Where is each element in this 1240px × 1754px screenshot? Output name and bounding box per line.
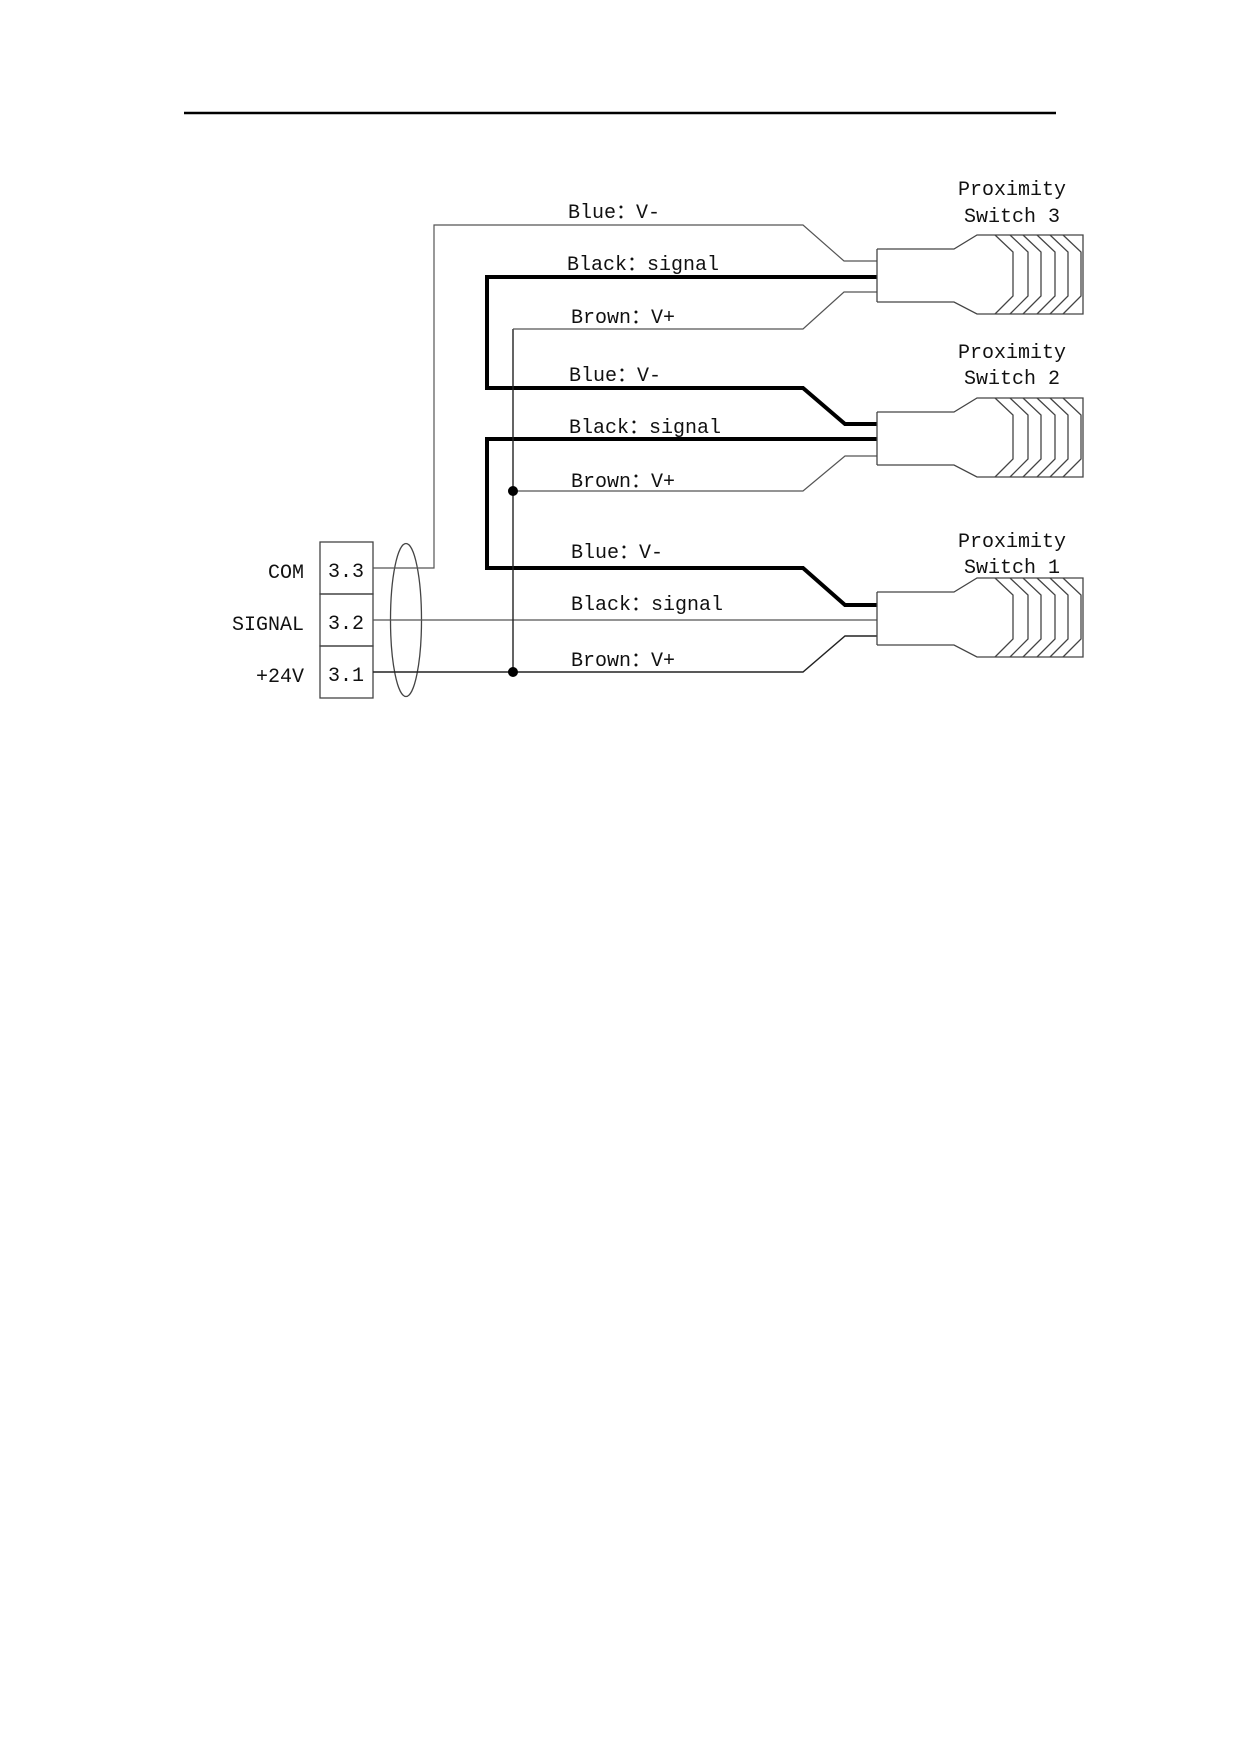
wire-com-blue-switch3 — [373, 224, 877, 569]
wire-switch3-black-to-switch2-blue — [485, 275, 877, 426]
sensor-face-chevron — [1062, 234, 1082, 315]
terminal-signal-label: SIGNAL — [232, 614, 304, 637]
sensor-face-chevron — [1049, 577, 1069, 658]
switch2-black-label: Black：signal — [569, 417, 721, 440]
sensor-face-chevron — [1036, 397, 1056, 478]
proximity-switch-1: Proximity Switch 1 — [876, 531, 1084, 658]
wire-switch3-brown — [513, 291, 877, 330]
sensor-face-chevron — [994, 234, 1014, 315]
sensor-face-chevron — [1022, 577, 1042, 658]
terminal-24v-label: +24V — [256, 666, 304, 689]
switch3-blue-label: Blue：V- — [568, 202, 660, 225]
junction-dot-24v — [508, 667, 518, 677]
sensor-housing-outline — [877, 397, 1084, 478]
sensor-body — [876, 397, 1084, 478]
sensor-face-chevron — [1062, 397, 1082, 478]
sensor-face-chevron — [1009, 577, 1029, 658]
sensor-face-chevron — [1009, 397, 1029, 478]
terminal-3-1-id: 3.1 — [328, 665, 364, 688]
switch2-name-line1: Proximity — [958, 342, 1066, 365]
sensor-face-chevron — [994, 397, 1014, 478]
sensor-face-chevron — [1049, 234, 1069, 315]
switch1-name-line2: Switch 1 — [964, 557, 1060, 580]
terminal-block: 3.3 3.2 3.1 COM SIGNAL +24V — [232, 541, 374, 699]
sensor-face-chevron — [1022, 397, 1042, 478]
switch1-name-line1: Proximity — [958, 531, 1066, 554]
sensor-body — [876, 234, 1084, 315]
switch3-brown-label: Brown：V+ — [571, 307, 675, 330]
sensor-face-chevron — [1062, 577, 1082, 658]
sensor-face-chevron — [1009, 234, 1029, 315]
sensor-face-chevron — [994, 577, 1014, 658]
switch3-name-line1: Proximity — [958, 179, 1066, 202]
switch1-blue-label: Blue：V- — [571, 542, 663, 565]
switch3-black-label: Black：signal — [567, 254, 719, 277]
proximity-switch-2: Proximity Switch 2 — [876, 342, 1084, 478]
sensor-face-chevron — [1022, 234, 1042, 315]
wire-switch2-black-to-switch1-blue — [485, 437, 877, 607]
sensor-face-chevron — [1036, 234, 1056, 315]
switch2-brown-label: Brown：V+ — [571, 471, 675, 494]
switch2-blue-label: Blue：V- — [569, 365, 661, 388]
proximity-switch-3: Proximity Switch 3 — [876, 179, 1084, 315]
terminal-3-3-id: 3.3 — [328, 561, 364, 584]
switch1-brown-label: Brown：V+ — [571, 650, 675, 673]
sensor-housing-outline — [877, 577, 1084, 658]
wire-switch2-brown — [513, 455, 877, 492]
switch2-name-line2: Switch 2 — [964, 368, 1060, 391]
terminal-3-2-id: 3.2 — [328, 613, 364, 636]
sensor-body — [876, 577, 1084, 658]
sensor-face-chevron — [1036, 577, 1056, 658]
switch1-black-label: Black：signal — [571, 594, 723, 617]
sensor-housing-outline — [877, 234, 1084, 315]
switch3-name-line2: Switch 3 — [964, 206, 1060, 229]
sensor-face-chevron — [1049, 397, 1069, 478]
wire-switch1-brown — [373, 635, 877, 673]
junction-dot-switch2-brown — [508, 486, 518, 496]
terminal-com-label: COM — [268, 562, 304, 585]
